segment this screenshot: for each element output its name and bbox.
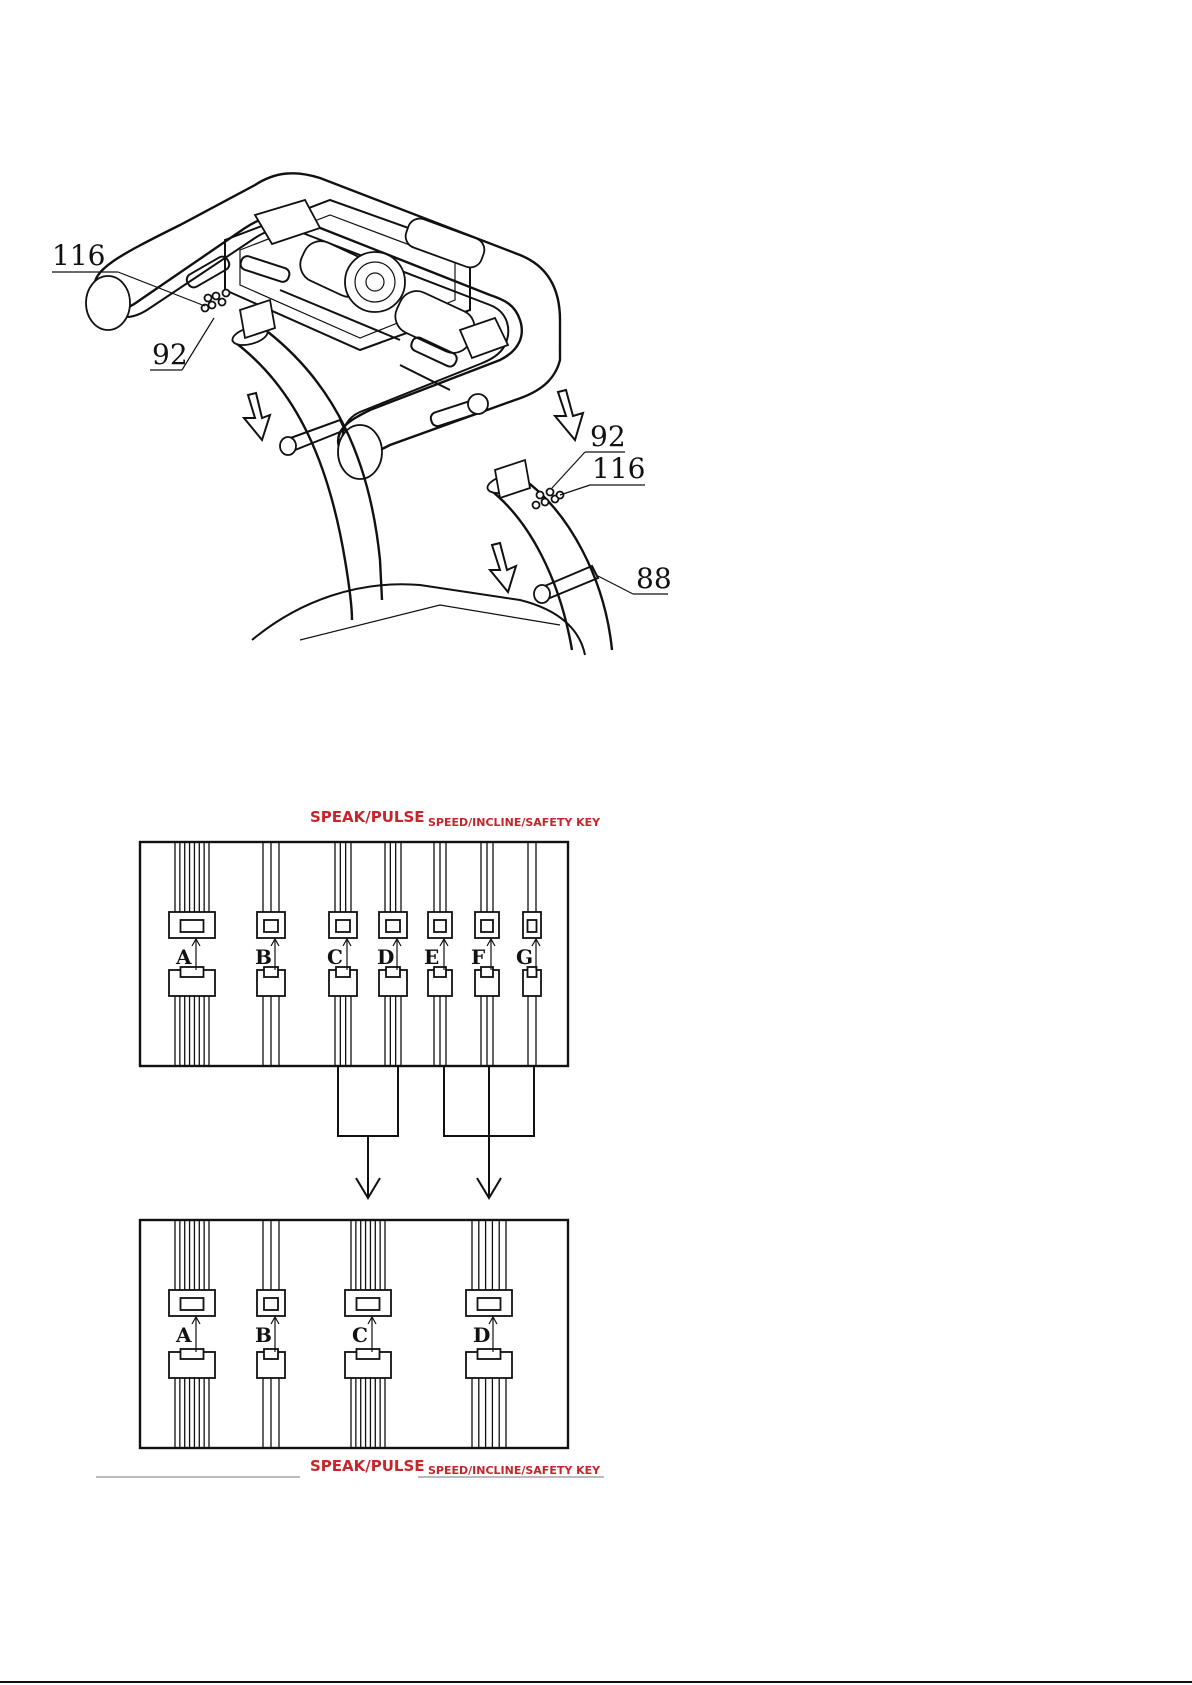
- connector-latch: [264, 1298, 278, 1310]
- connector-latch: [181, 1349, 204, 1359]
- connector-latch: [478, 1298, 501, 1310]
- connector-pair-f: F: [471, 842, 499, 1066]
- connector-label-c: C: [352, 1323, 368, 1347]
- mate-arrow-head: [271, 1317, 279, 1324]
- connector-label-c: C: [327, 945, 343, 969]
- console-assembly-drawing: 116 92 92 116 88: [0, 0, 1192, 660]
- bottom-connector-row: A B C D: [169, 1220, 512, 1448]
- connector-plug-lower: [523, 970, 541, 996]
- left-fasteners: [202, 290, 230, 312]
- connector-pair-d: D: [377, 842, 407, 1066]
- connector-latch: [181, 967, 204, 977]
- connector-pair-a: A: [169, 1220, 215, 1448]
- part-label-88-right: 88: [636, 562, 672, 595]
- connector-latch: [481, 967, 493, 977]
- top-connector-row: A B C D E F G: [169, 842, 541, 1066]
- wiring-bottom-footer-left: SPEAK/PULSE: [310, 1457, 425, 1475]
- connector-pair-b: B: [255, 1220, 285, 1448]
- connector-latch: [528, 920, 537, 932]
- mate-arrow-head: [489, 1317, 497, 1324]
- connector-label-e: E: [424, 945, 439, 969]
- connector-pair-a: A: [169, 842, 215, 1066]
- connector-plug-lower: [169, 970, 215, 996]
- connector-latch: [336, 920, 350, 932]
- connector-plug-lower: [329, 970, 357, 996]
- connector-label-g: G: [516, 945, 533, 969]
- connector-latch: [386, 967, 400, 977]
- connector-plug-upper: [169, 1290, 215, 1316]
- part-label-116-right: 116: [592, 452, 645, 485]
- connector-plug-upper: [475, 912, 499, 938]
- mate-arrow-head: [440, 939, 448, 946]
- connector-plug-upper: [523, 912, 541, 938]
- mate-arrow-head: [393, 939, 401, 946]
- connector-plug-upper: [329, 912, 357, 938]
- connector-latch: [181, 1298, 204, 1310]
- upper-right-grip: [402, 215, 487, 271]
- connector-latch: [264, 920, 278, 932]
- wiring-top-panel: [140, 842, 568, 1066]
- console-dial: [345, 252, 405, 312]
- connector-plug-upper: [345, 1290, 391, 1316]
- connector-plug-upper: [257, 1290, 285, 1316]
- mate-arrow-head: [532, 939, 540, 946]
- mate-arrow-head: [343, 939, 351, 946]
- connector-latch: [181, 920, 204, 932]
- right-bracket: [495, 460, 530, 498]
- connector-label-a: A: [175, 945, 192, 969]
- connector-plug-upper: [169, 912, 215, 938]
- connector-latch: [478, 1349, 501, 1359]
- part-label-92-right: 92: [590, 420, 626, 453]
- connector-label-d: D: [473, 1323, 490, 1347]
- wiring-bottom-footer-right: SPEED/INCLINE/SAFETY KEY: [428, 1464, 601, 1477]
- right-handle-cap: [338, 425, 382, 479]
- connector-latch: [357, 1349, 380, 1359]
- mate-arrow-head: [271, 939, 279, 946]
- connector-plug-upper: [379, 912, 407, 938]
- wiring-top-header-left: SPEAK/PULSE: [310, 808, 425, 826]
- mate-arrow-head: [192, 939, 200, 946]
- connector-pair-b: B: [255, 842, 285, 1066]
- connector-latch: [434, 967, 446, 977]
- connector-label-b: B: [255, 945, 272, 969]
- wiring-top-header-right: SPEED/INCLINE/SAFETY KEY: [428, 816, 601, 829]
- connector-plug-upper: [466, 1290, 512, 1316]
- connector-latch: [336, 967, 350, 977]
- connector-plug-lower: [475, 970, 499, 996]
- connector-label-a: A: [175, 1323, 192, 1347]
- connector-pair-c: C: [345, 1220, 391, 1448]
- connector-latch: [386, 920, 400, 932]
- wiring-bottom-panel: [140, 1220, 568, 1448]
- connector-pair-d: D: [466, 1220, 512, 1448]
- connector-plug-lower: [257, 970, 285, 996]
- connector-plug-upper: [428, 912, 452, 938]
- connector-latch: [434, 920, 446, 932]
- connector-plug-lower: [466, 1352, 512, 1378]
- connector-plug-lower: [379, 970, 407, 996]
- connector-latch: [357, 1298, 380, 1310]
- connector-label-f: F: [471, 945, 485, 969]
- mate-arrow-head: [192, 1317, 200, 1324]
- connector-plug-lower: [257, 1352, 285, 1378]
- connector-pair-c: C: [327, 842, 357, 1066]
- mate-arrow-head: [487, 939, 495, 946]
- left-handle-cap: [86, 276, 130, 330]
- part-label-92-left: 92: [152, 338, 188, 371]
- connector-pair-g: G: [516, 842, 541, 1066]
- connector-latch: [481, 920, 493, 932]
- connector-plug-lower: [169, 1352, 215, 1378]
- connector-plug-lower: [345, 1352, 391, 1378]
- connector-label-b: B: [255, 1323, 272, 1347]
- connector-latch: [528, 967, 537, 977]
- connector-pair-e: E: [424, 842, 452, 1066]
- part-label-116-left: 116: [52, 239, 105, 272]
- connector-latch: [264, 1349, 278, 1359]
- console-knob: [468, 394, 488, 414]
- connector-plug-lower: [428, 970, 452, 996]
- mate-arrow-head: [368, 1317, 376, 1324]
- connector-latch: [264, 967, 278, 977]
- connector-label-d: D: [377, 945, 394, 969]
- connector-plug-upper: [257, 912, 285, 938]
